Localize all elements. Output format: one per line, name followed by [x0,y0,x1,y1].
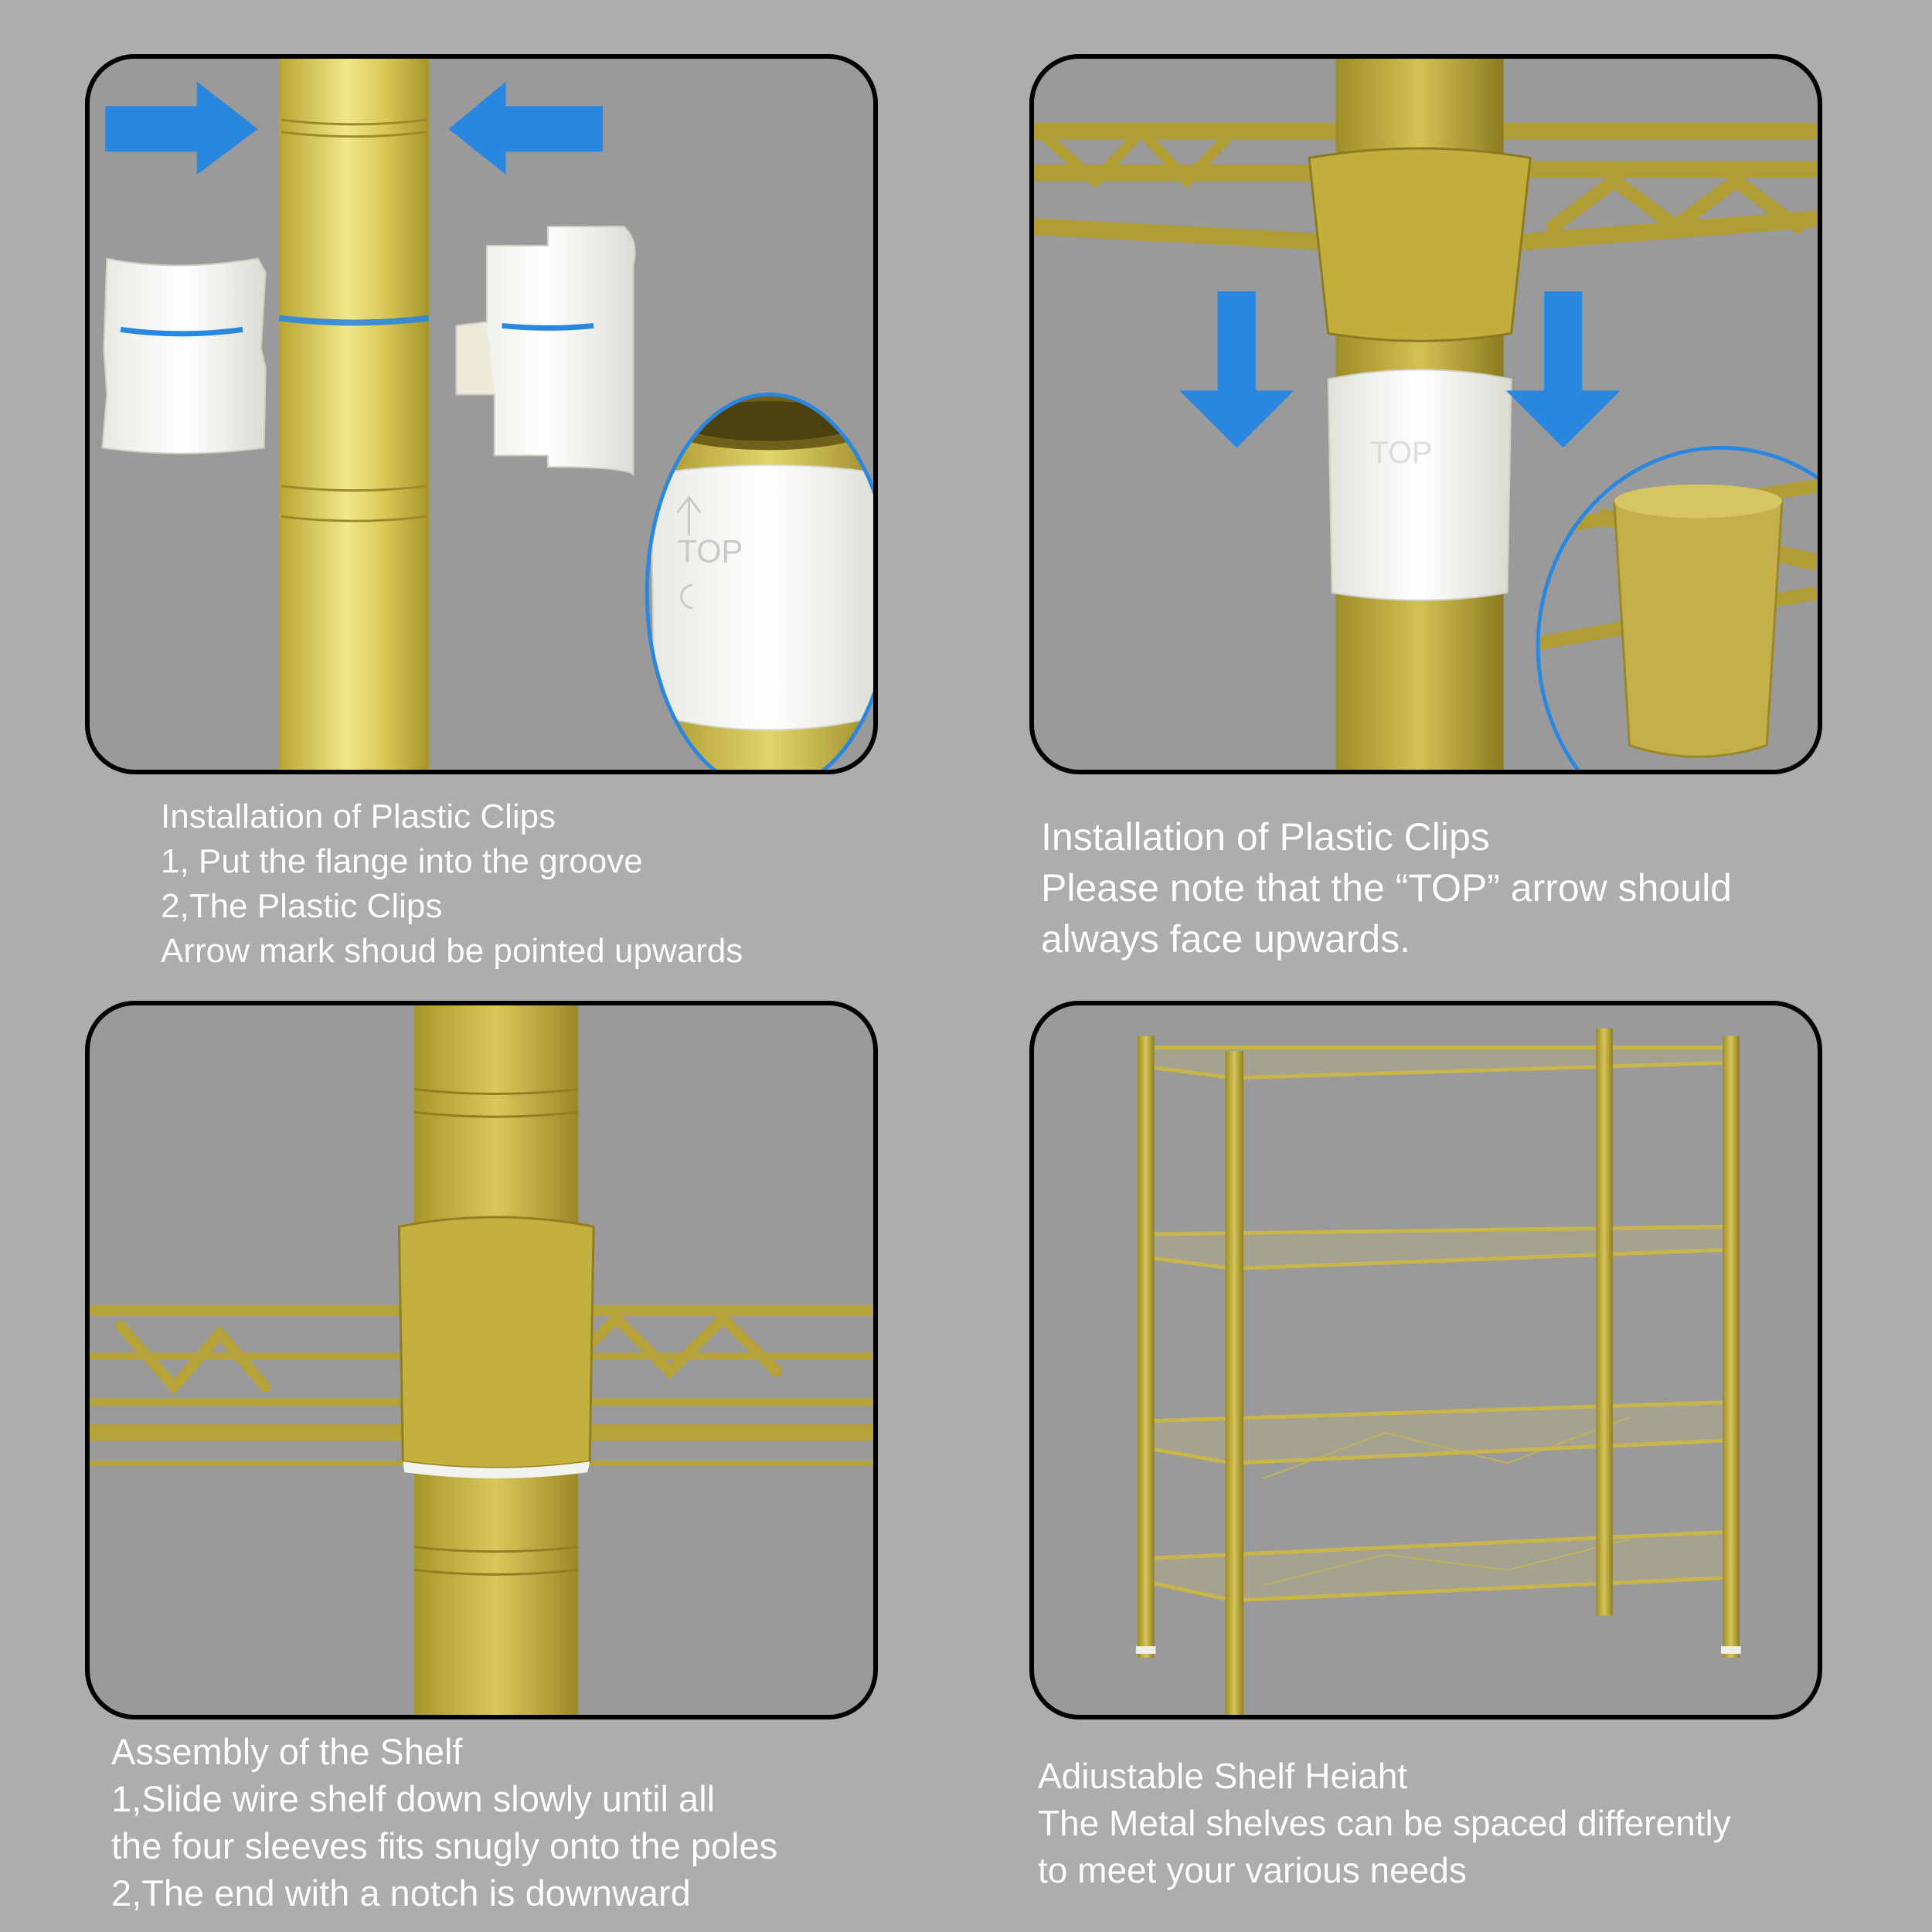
clip-top-drawing: TOP [1034,59,1818,770]
metal-pole [279,59,429,770]
caption-line: The Metal shelves can be spaced differen… [1038,1803,1731,1843]
caption-clip-top: Installation of Plastic Clips Please not… [1041,811,1732,964]
caption-line: 1,Slide wire shelf down slowly until all [111,1778,716,1819]
shelving-unit-drawing [1135,1028,1741,1715]
zoom-detail [1538,447,1818,770]
metal-pole [1722,1036,1740,1658]
clip-top-illustration: TOP [1029,54,1822,774]
caption-line: to meet your various needs [1038,1850,1467,1890]
top-stamp: TOP [1370,436,1432,470]
adjustable-shelf-illustration [1029,1001,1822,1719]
caption-line: Please note that the “TOP” arrow should [1041,866,1732,910]
caption-shelf-assembly: Assembly of the Shelf 1,Slide wire shelf… [111,1728,777,1917]
blue-arrow-icon [1179,291,1294,448]
caption-clip-flange: Installation of Plastic Clips 1, Put the… [161,794,743,974]
zoom-detail: TOP [647,394,873,770]
shelf-assembly-drawing [90,1005,873,1715]
metal-pole [1596,1028,1613,1616]
caption-title: Installation of Plastic Clips [1041,815,1490,859]
clip-flange-illustration: TOP [85,54,878,774]
caption-line: the four sleeves fits snugly onto the po… [111,1825,778,1866]
clip-flange-drawing: TOP [101,59,873,770]
metal-pole [1225,1051,1244,1715]
caption-title: Adiustable Shelf Heiaht [1038,1756,1408,1796]
caption-line: 2,The end with a notch is downward [111,1872,691,1913]
caption-title: Installation of Plastic Clips [161,798,556,835]
top-stamp: TOP [678,533,743,570]
metal-pole [1137,1036,1155,1658]
caption-line: 1, Put the flange into the groove [161,842,643,880]
plastic-clip [455,226,636,477]
caption-line: always face upwards. [1041,917,1411,961]
blue-arrow-icon [448,81,603,175]
plastic-clip [1327,369,1512,601]
blue-arrow-icon [105,81,258,175]
shelf-assembly-illustration [85,1001,878,1719]
plastic-clip [101,257,267,454]
caption-title: Assembly of the Shelf [111,1731,463,1772]
blue-arrow-icon [1505,291,1621,448]
caption-adjustable-height: Adiustable Shelf Heiaht The Metal shelve… [1038,1753,1731,1894]
caption-line: Arrow mark shoud be pointed upwards [161,932,743,970]
caption-line: 2,The Plastic Clips [161,887,443,925]
